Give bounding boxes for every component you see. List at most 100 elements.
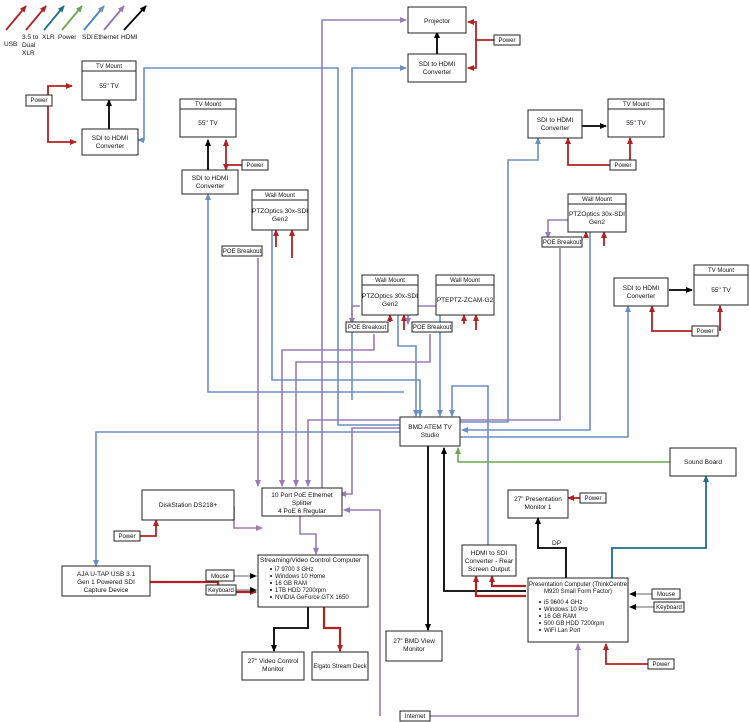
sdi-hdmi-proj-label-2: Converter [423, 69, 452, 76]
sdi-hdmi-3-label-2: Converter [541, 125, 570, 132]
tv-55-3-box [607, 108, 665, 138]
sdi-hdmi-4-box [613, 277, 669, 307]
sdi-hdmi-4-label-2: Converter [627, 293, 656, 300]
sdi-hdmi-proj-label-1: SDI to HDMI [419, 61, 456, 68]
ptz-3-box [567, 203, 627, 233]
mouse-1-box [205, 569, 235, 582]
mouse-2-label: Mouse [657, 592, 676, 598]
streaming-pc-box [257, 554, 369, 608]
pteptz-box [435, 284, 495, 316]
streaming-spec-5: NVIDIA GeForce GTX 1650 [275, 595, 349, 601]
power-mon-box [579, 492, 607, 504]
internet-label: Internet [405, 714, 426, 720]
power-2-box [241, 159, 269, 171]
sdi-hdmi-proj-box [407, 53, 467, 83]
sdi-hdmi-1-box [81, 128, 139, 156]
poe-3-label: POE Breakout [413, 325, 452, 331]
eth-switch-to-projector [321, 17, 407, 488]
streaming-spec-3: 16 GB RAM [275, 581, 307, 587]
hdmi-pres-to-atem [441, 447, 526, 592]
legend-35xlr-label: 3.5 to [22, 34, 39, 41]
tv-55-2-label: 55" TV [198, 120, 218, 127]
eth-poe3 [293, 334, 431, 487]
power-pres-label: Power [652, 662, 669, 668]
sdi-hdmi-2-label-1: SDI to HDMI [192, 175, 229, 182]
legend-hdmi-arrow [123, 5, 147, 31]
wall-mount-2-header-label: Wall Mount [375, 278, 405, 284]
monitor-27-video-label-1: 27" Video Control [248, 658, 299, 665]
power-4-label: Power [696, 329, 713, 335]
monitor-27-video-label-2: Monitor [262, 666, 285, 673]
streaming-spec-4: 1TB HDD 7200rpm [275, 588, 326, 594]
sdi-hdmi-2-box [181, 169, 239, 195]
sdi-hdmi-1-label-1: SDI to HDMI [92, 135, 129, 142]
ptz-3-label-1: PTZOptics 30x-SDI [569, 211, 625, 218]
power-3-label: Power [614, 163, 631, 169]
presentation-specs: i5 9600 4 GHz Windows 10 Pro 16 GB RAM 5… [539, 600, 604, 634]
aja-label-2: Gen 1 Powered SDI [77, 579, 135, 586]
ptz-2-label-1: PTZOptics 30x-SDI [362, 293, 418, 300]
presentation-spec-4: 500 GB HDD 7200rpm [544, 621, 604, 627]
poe-4-label: POE Breakout [543, 240, 582, 246]
streaming-pc-title: Streaming/Video Control Computer [260, 557, 362, 564]
hdmi-sdi-conv-label-2: Converter - Rear [465, 558, 514, 565]
nodes: Projector SDI to HDMI Converter Power TV… [25, 6, 749, 722]
hdmi-streaming-to-video-monitor [271, 607, 309, 652]
streaming-spec-1: i7 9700 3 GHz [275, 567, 313, 573]
power-pres-box [647, 658, 675, 670]
tv-55-1-label: 55" TV [99, 83, 119, 90]
legend-power-label: Power [58, 34, 77, 41]
monitor-27-video-box [241, 651, 305, 681]
presentation-pc-title-1: Presentation Computer (ThinkCentre [529, 582, 628, 588]
power-2-label: Power [246, 163, 263, 169]
ptz-1-label-2: Gen2 [272, 216, 288, 223]
elgato-label: Elgato Stream Deck [313, 664, 367, 670]
power-4 [649, 305, 692, 332]
poe-1-label: POE Breakout [223, 249, 262, 255]
switch-box [261, 487, 343, 517]
legend-35xlr-label-3: XLR [22, 50, 35, 57]
poe-4-box [541, 236, 583, 248]
presentation-spec-5: WiFi Lan Port [544, 628, 581, 634]
tv-mount-4-header-label: TV Mount [708, 268, 734, 274]
presentation-spec-1: i5 9600 4 GHz [544, 600, 582, 606]
eth-poe2 [279, 334, 375, 487]
tv-mount-3-header-label: TV Mount [623, 102, 649, 108]
dp-label: DP [552, 540, 561, 547]
sdi-atem-to-sdi4 [460, 305, 631, 438]
power-proj [467, 39, 494, 71]
sdi-ptz1-to-atem [271, 230, 423, 417]
xlr-pres-to-soundboard [611, 475, 709, 578]
diskstation-label: DiskStation DS218+ [159, 502, 218, 509]
sdi-ptz2-to-atem [397, 315, 419, 417]
tv-55-4-label: 55" TV [711, 287, 731, 294]
ptz-1-box [251, 199, 309, 231]
presentation-spec-3: 16 GB RAM [544, 614, 576, 620]
sdi-hdmisdi-to-atem [449, 385, 489, 545]
audio-soundboard-to-atem [455, 447, 670, 463]
usb-streaming-to-elgato [322, 607, 343, 652]
power-3-box [609, 159, 637, 171]
ptz-2-box [361, 284, 419, 316]
mouse-1-label: Mouse [211, 574, 230, 580]
presentation-pc-box [527, 577, 629, 643]
presentation-pc-title-2: M920 Small Form Factor) [544, 589, 612, 595]
poe-1-box [221, 245, 263, 257]
power-proj-2 [467, 19, 477, 40]
power-ds-label: Power [118, 534, 135, 540]
sdi-hdmi-3-label-1: SDI to HDMI [537, 117, 574, 124]
legend-usb-arrow [5, 5, 27, 31]
aja-box [61, 565, 151, 597]
power-4-box [691, 325, 719, 337]
legend-power-arrow [61, 5, 83, 31]
diskstation-box [141, 489, 235, 521]
keyboard-2-label: Keyboard [656, 605, 682, 611]
usb-pres-to-hdmisdi-b [489, 575, 526, 588]
sdi-hdmi-3-box [527, 109, 583, 139]
switch-label-1: 10 Port PoE Ethernet [271, 492, 333, 499]
atem-box [399, 416, 461, 447]
legend-sdi-arrow [83, 5, 105, 31]
eth-internet-to-pres [430, 643, 581, 717]
sdi-atem-to-sdi2 [205, 193, 404, 393]
